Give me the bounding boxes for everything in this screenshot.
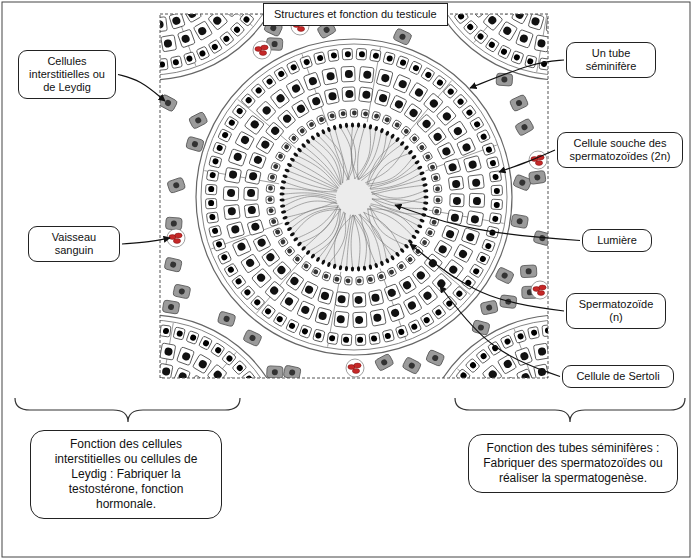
blood-vessel [531,281,548,299]
leader-line [395,205,580,241]
leydig-cell [515,118,535,136]
brace [455,398,685,422]
leader-lines [118,60,580,377]
leydig-cell [217,311,236,327]
leydig-cell [393,28,413,46]
leydig-cell [243,329,263,347]
label-box: Cellule souche des spermatozoïdes (2n) [557,132,683,168]
label-text: Cellule de Sertoli [568,370,668,383]
label-box: Un tube séminifère [566,42,656,78]
label-box: Lumière [582,229,652,252]
seminiferous-tube [196,39,512,355]
leader-line [440,286,560,377]
leydig-cell [402,357,422,375]
label-text: Cellules interstitielles ou de Leydig [24,55,110,94]
label-text: Cellule souche des spermatozoïdes (2n) [563,137,677,163]
title: Structures et fonction du testicule [274,8,437,21]
leydig-cell [511,214,529,229]
leydig-cell [188,111,208,129]
function-box: Fonction des cellules interstitielles ou… [30,430,222,519]
tissue-section [160,14,548,378]
leydig-cell [160,94,178,112]
label-box: Vaisseau sanguin [28,226,120,262]
leader-line [470,60,564,88]
leydig-cell [267,366,284,378]
leydig-cell [173,284,191,299]
label-text: Lumière [588,234,646,247]
blood-vessel [346,359,364,377]
leydig-cell [480,300,498,315]
label-text: Un tube séminifère [572,47,650,73]
leader-line [118,75,165,102]
leader-line [410,244,564,311]
label-text: Vaisseau sanguin [34,231,114,257]
leader-line [499,150,555,172]
label-text: Spermatozoïde (n) [572,298,660,324]
function-box: Fonction des tubes séminifères : Fabriqu… [468,434,678,493]
label-text: Fonction des cellules interstitielles ou… [39,437,213,512]
leydig-cell [165,217,182,230]
section-frame [160,14,548,378]
leydig-cell [162,300,180,314]
leader-line [122,238,170,244]
title-box: Structures et fonction du testicule [263,3,448,26]
leydig-cell [495,267,515,285]
leydig-cell [164,257,182,272]
leydig-cell [529,170,547,184]
label-box: Cellules interstitielles ou de Leydig [18,50,116,99]
label-box: Cellule de Sertoli [562,365,674,388]
leydig-cell [425,349,444,366]
brace [15,398,240,422]
leydig-cell [520,265,537,278]
leydig-cell [283,365,301,378]
leydig-cell [167,177,186,194]
leydig-cell [374,353,394,371]
blood-vessel [253,41,271,59]
label-box: Spermatozoïde (n) [566,293,666,329]
leydig-cell [509,94,529,112]
leydig-cell [186,136,205,152]
label-text: Fonction des tubes séminifères : Fabriqu… [477,441,669,486]
